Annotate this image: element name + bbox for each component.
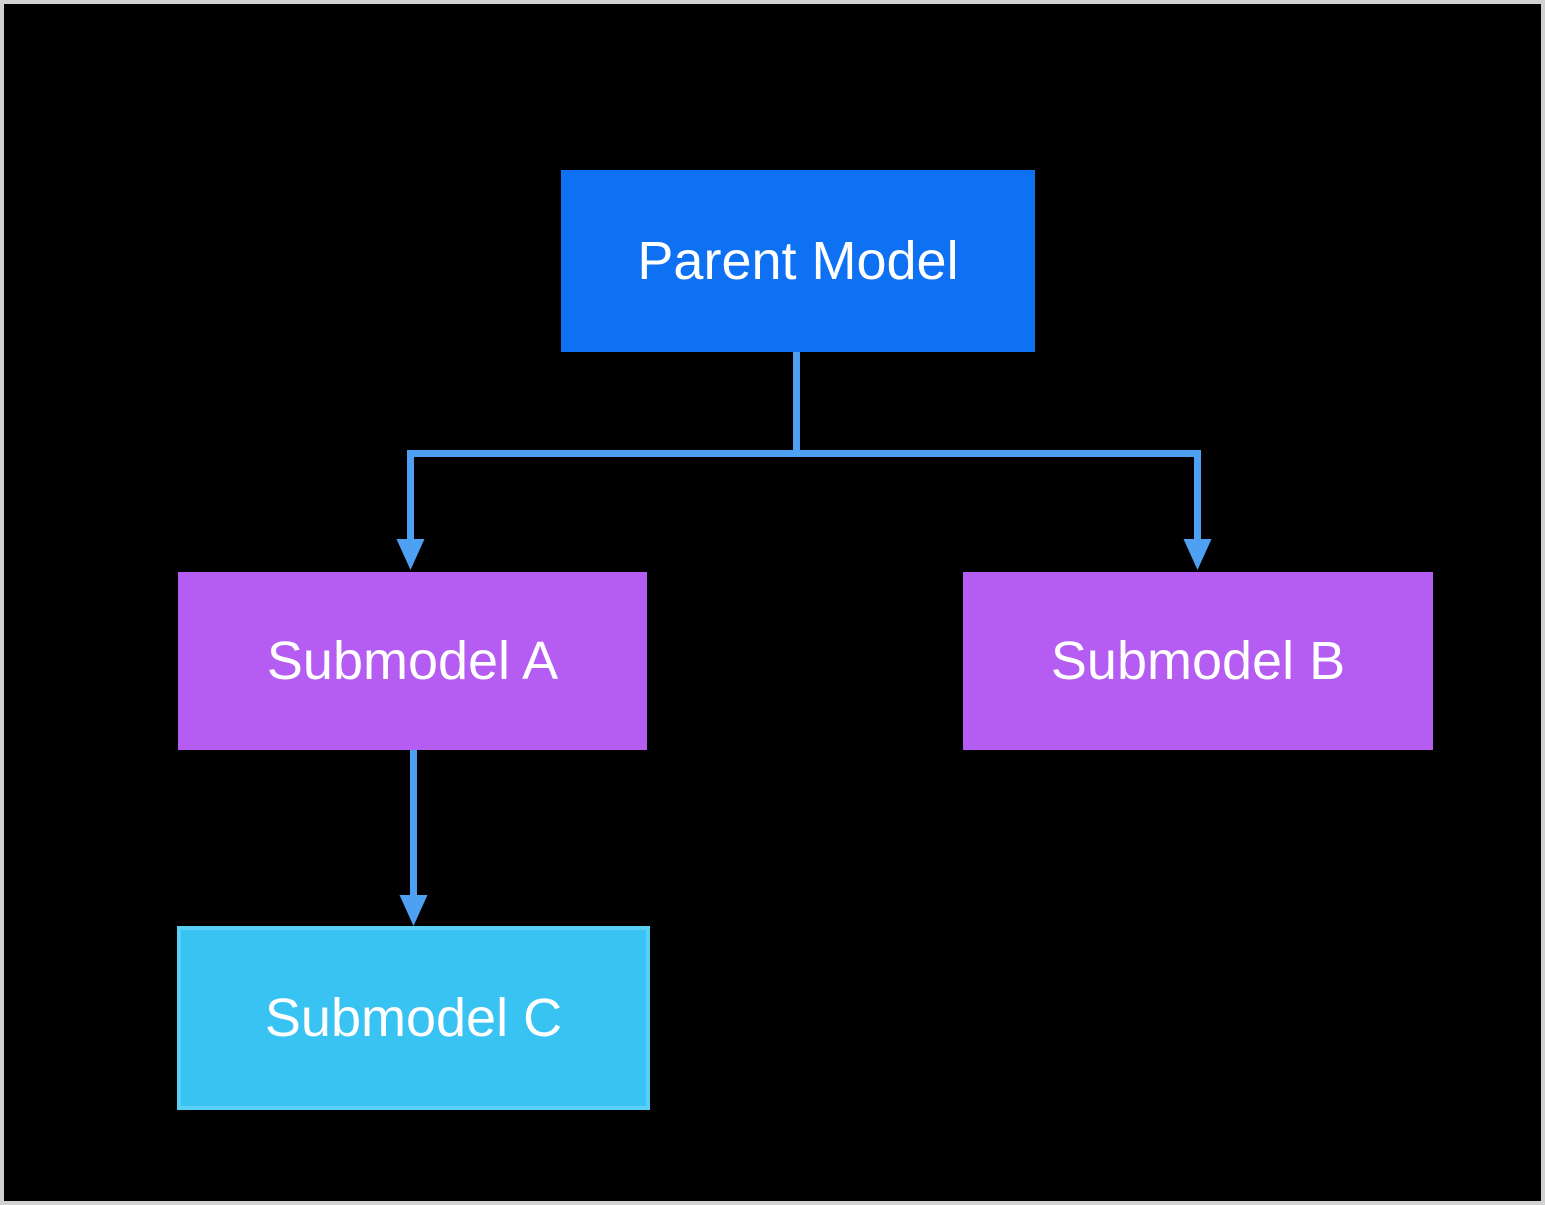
edge-submodel-a-to-submodel-c: [399, 750, 428, 926]
node-label: Parent Model: [637, 231, 959, 291]
node-submodel-c: Submodel C: [177, 926, 650, 1110]
arrowhead-down-icon: [399, 895, 428, 926]
edge-parent-to-submodel-a: [396, 352, 800, 570]
node-label: Submodel B: [1050, 631, 1346, 691]
node-label: Submodel A: [266, 631, 559, 691]
arrowhead-down-icon: [1183, 539, 1212, 570]
node-submodel-b: Submodel B: [963, 572, 1433, 750]
arrowhead-down-icon: [396, 539, 425, 570]
node-parent-model: Parent Model: [561, 170, 1035, 352]
node-submodel-a: Submodel A: [178, 572, 647, 750]
edge-line: [407, 352, 800, 541]
edge-parent-to-submodel-b: [793, 352, 1212, 570]
edge-line: [793, 352, 1201, 541]
node-label: Submodel C: [264, 988, 563, 1048]
